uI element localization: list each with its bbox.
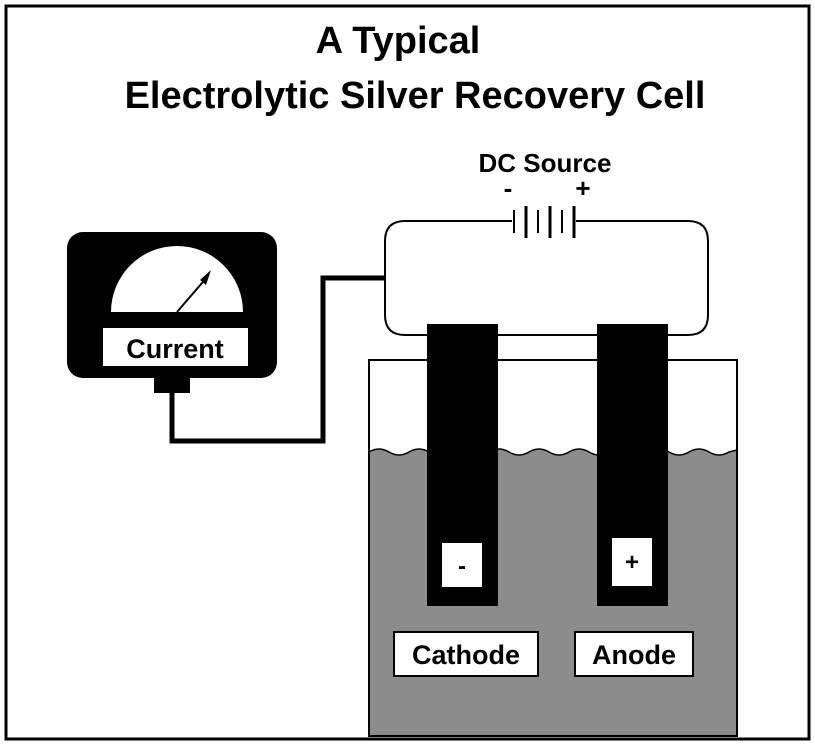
meter-dial-face: [111, 246, 243, 312]
anode-sign-box: [612, 538, 652, 586]
anode-label-box: [574, 631, 694, 677]
circuit-loop-wire: [384, 220, 709, 336]
tank-outline: [368, 359, 738, 737]
anode-sign: +: [625, 549, 639, 576]
dc-source-label: DC Source: [479, 148, 612, 178]
tank-upper-air: [369, 360, 737, 452]
cathode-sign-box: [442, 543, 482, 587]
title-line-1: A Typical: [316, 20, 481, 62]
meter-wire: [169, 275, 385, 444]
meter-label: Current: [126, 334, 224, 364]
dc-source-plus-sign: +: [575, 173, 590, 203]
meter-label-box: [103, 328, 248, 366]
dc-source-minus-sign: -: [504, 173, 513, 203]
cathode-sign: -: [458, 553, 466, 580]
meter-needle-tip: [200, 270, 211, 285]
meter-terminal: [154, 375, 190, 393]
tank-solution: [368, 448, 738, 737]
anode-label: Anode: [592, 640, 676, 670]
cathode-label-box: [393, 631, 539, 677]
title-line-2: Electrolytic Silver Recovery Cell: [125, 75, 706, 117]
cathode-label: Cathode: [412, 640, 520, 670]
battery-symbol: [513, 206, 576, 238]
